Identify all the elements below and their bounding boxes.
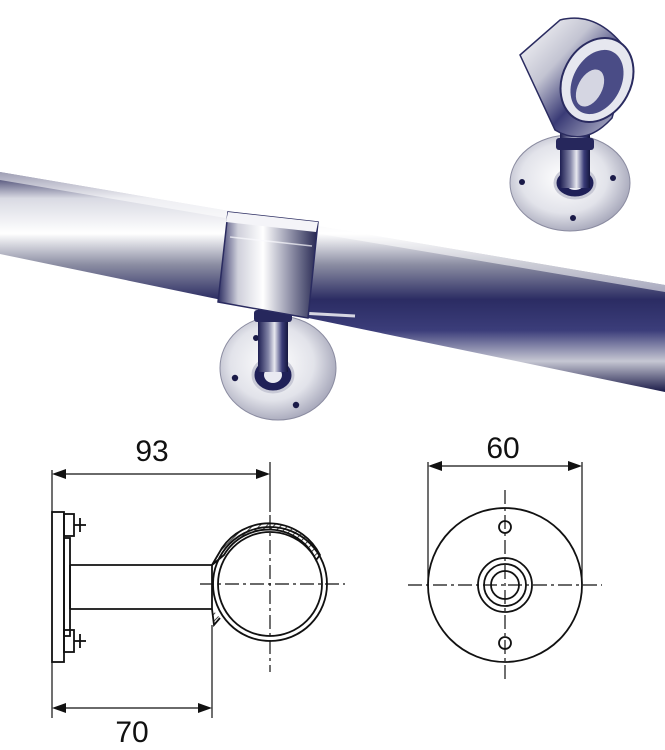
wall-plate — [51, 511, 65, 663]
upper-screw — [63, 513, 86, 537]
inset-cup — [519, 17, 635, 138]
dimension-60-label: 60 — [486, 432, 519, 465]
lower-screw — [63, 629, 86, 653]
dimension-93-label: 93 — [135, 435, 168, 468]
ring-weld-hatch — [211, 522, 322, 566]
handrail-photo — [0, 172, 665, 421]
handrail-collar — [217, 211, 319, 319]
dimension-70-label: 70 — [115, 716, 148, 749]
side-view-drawing — [51, 462, 345, 718]
front-view-drawing — [408, 461, 602, 680]
bracket-inset-photo — [509, 17, 635, 232]
